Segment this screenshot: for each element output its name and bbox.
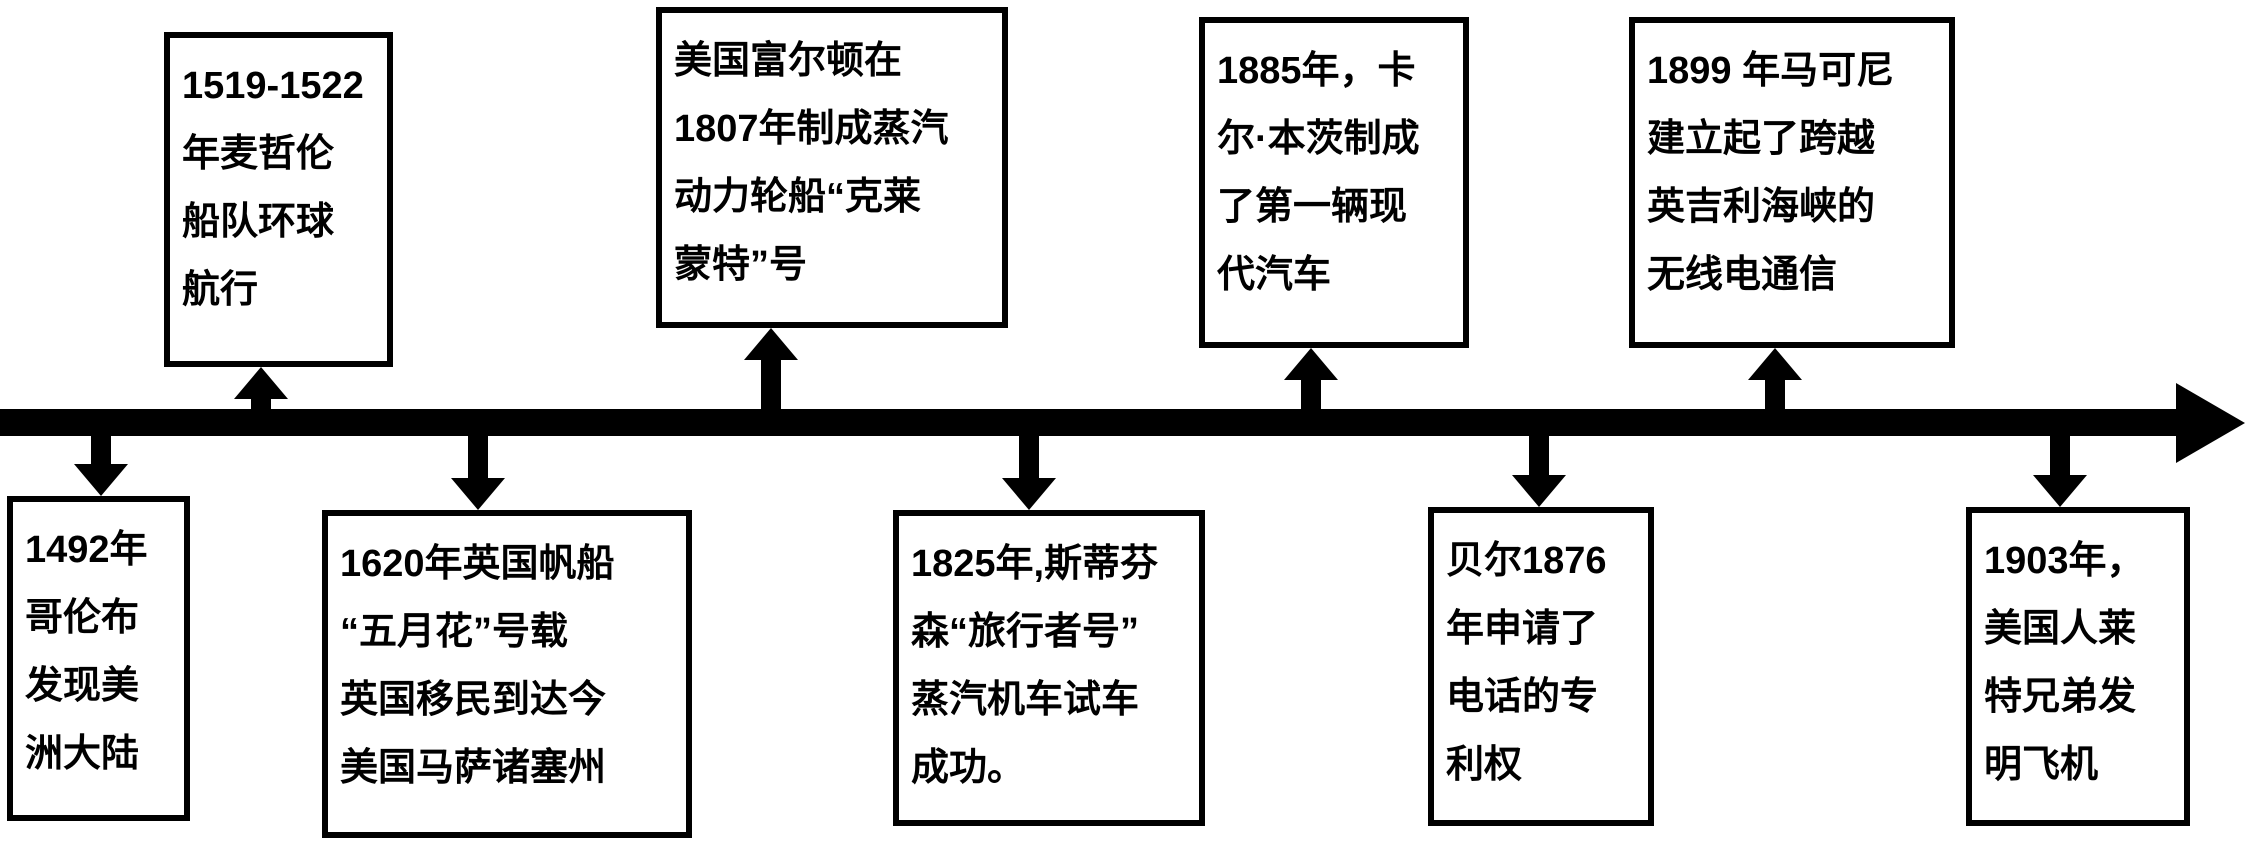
event-text: 1620年英国帆船 “五月花”号载 英国移民到达今 美国马萨诸塞州 <box>340 543 615 789</box>
down-arrow-icon <box>451 436 505 510</box>
timeline-axis <box>0 409 2178 436</box>
timeline-arrowhead-icon <box>2176 383 2245 463</box>
arrow-stem <box>1765 380 1785 409</box>
arrow-stem <box>2050 436 2070 475</box>
up-arrow-icon <box>1284 348 1338 409</box>
arrow-stem <box>1301 380 1321 409</box>
event-box-bell-telephone: 贝尔1876 年申请了 电话的专 利权 <box>1428 507 1654 826</box>
event-text: 贝尔1876 年申请了 电话的专 利权 <box>1446 540 1607 786</box>
event-box-magellan: 1519-1522 年麦哲伦 船队环球 航行 <box>164 32 393 367</box>
event-text: 1825年,斯蒂芬 森“旅行者号” 蒸汽机车试车 成功。 <box>911 543 1159 789</box>
event-box-fulton-steamboat: 美国富尔顿在 1807年制成蒸汽 动力轮船“克莱 蒙特”号 <box>656 7 1008 328</box>
event-box-mayflower: 1620年英国帆船 “五月花”号载 英国移民到达今 美国马萨诸塞州 <box>322 510 692 838</box>
event-box-marconi-wireless: 1899 年马可尼 建立起了跨越 英吉利海峡的 无线电通信 <box>1629 17 1955 348</box>
event-text: 1492年 哥伦布 发现美 洲大陆 <box>25 529 148 775</box>
event-text: 1885年，卡 尔·本茨制成 了第一辆现 代汽车 <box>1217 50 1420 296</box>
arrowhead-down-icon <box>1512 475 1566 507</box>
event-text: 1519-1522 年麦哲伦 船队环球 航行 <box>182 65 364 311</box>
arrow-stem <box>1019 436 1039 478</box>
down-arrow-icon <box>1002 436 1056 510</box>
arrow-stem <box>468 436 488 478</box>
arrowhead-up-icon <box>1284 348 1338 380</box>
arrowhead-up-icon <box>744 328 798 360</box>
arrowhead-down-icon <box>1002 478 1056 510</box>
event-text: 1899 年马可尼 建立起了跨越 英吉利海峡的 无线电通信 <box>1647 50 1895 296</box>
down-arrow-icon <box>74 436 128 496</box>
arrow-stem <box>761 360 781 409</box>
arrowhead-up-icon <box>1748 348 1802 380</box>
event-box-columbus: 1492年 哥伦布 发现美 洲大陆 <box>7 496 190 821</box>
event-box-wright-brothers: 1903年， 美国人莱 特兄弟发 明飞机 <box>1966 507 2190 826</box>
event-box-stephenson-locomotive: 1825年,斯蒂芬 森“旅行者号” 蒸汽机车试车 成功。 <box>893 510 1205 826</box>
arrow-stem <box>251 399 271 409</box>
down-arrow-icon <box>1512 436 1566 507</box>
event-text: 美国富尔顿在 1807年制成蒸汽 动力轮船“克莱 蒙特”号 <box>674 40 949 286</box>
arrowhead-down-icon <box>451 478 505 510</box>
event-box-benz-car: 1885年，卡 尔·本茨制成 了第一辆现 代汽车 <box>1199 17 1469 348</box>
up-arrow-icon <box>1748 348 1802 409</box>
up-arrow-icon <box>744 328 798 409</box>
down-arrow-icon <box>2033 436 2087 507</box>
event-text: 1903年， 美国人莱 特兄弟发 明飞机 <box>1984 540 2145 786</box>
up-arrow-icon <box>234 367 288 409</box>
arrowhead-down-icon <box>2033 475 2087 507</box>
arrow-stem <box>91 436 111 464</box>
arrowhead-up-icon <box>234 367 288 399</box>
arrow-stem <box>1529 436 1549 475</box>
arrowhead-down-icon <box>74 464 128 496</box>
